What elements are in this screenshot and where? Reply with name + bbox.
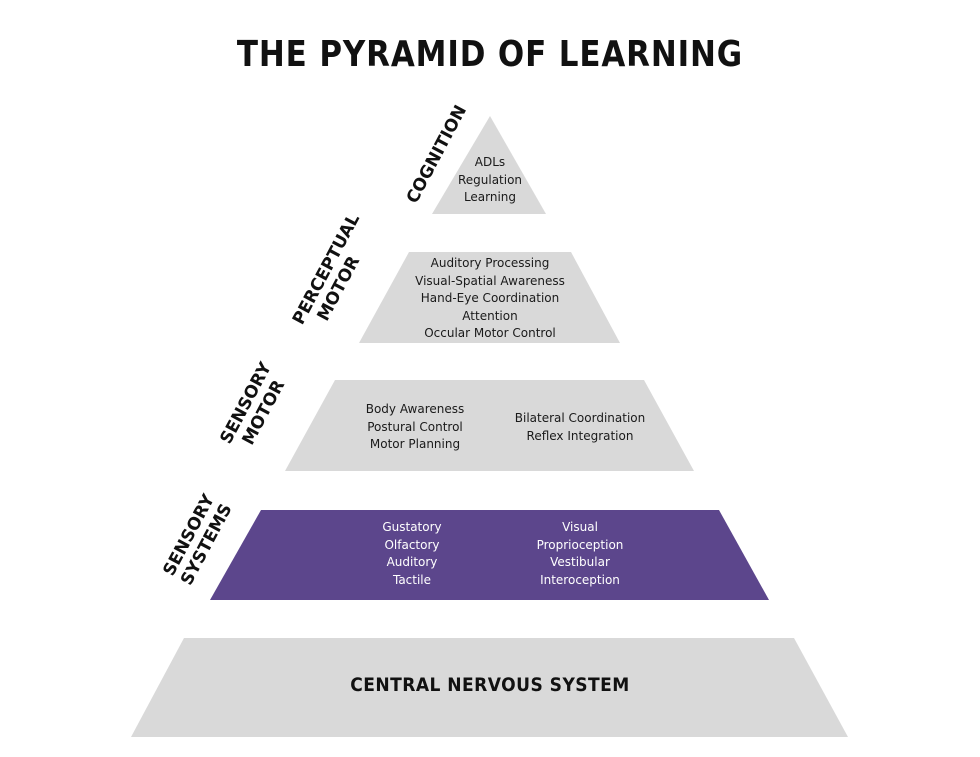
- sensory-systems-item: Auditory: [386, 555, 438, 569]
- sensory-systems-left-items: Gustatory Olfactory Auditory Tactile: [352, 519, 472, 589]
- sensory-systems-item: Vestibular: [550, 555, 610, 569]
- tier-sensory-motor-shape: [285, 380, 694, 471]
- perceptual-motor-item: Visual-Spatial Awareness: [415, 273, 565, 288]
- sensory-systems-item: Interoception: [540, 572, 620, 587]
- sensory-motor-item: Bilateral Coordination: [514, 411, 646, 425]
- perceptual-motor-item: Occular Motor Control: [424, 326, 556, 340]
- cognition-item: Learning: [463, 190, 517, 204]
- base-tier-label: CENTRAL NERVOUS SYSTEM: [350, 674, 630, 696]
- sensory-motor-item: Motor Planning: [369, 437, 461, 451]
- perceptual-motor-item: Auditory Processing: [430, 256, 550, 270]
- tier-base-shape: [131, 638, 848, 737]
- sensory-motor-item: Reflex Integration: [526, 428, 634, 443]
- sensory-systems-item: Tactile: [392, 572, 432, 587]
- tier-perceptual-motor-shape: [359, 252, 620, 343]
- tier-cognition-shape: [432, 116, 546, 214]
- sensory-motor-right-items: Bilateral Coordination Reflex Integratio…: [495, 410, 665, 445]
- perceptual-motor-item: Attention: [462, 308, 518, 323]
- sensory-systems-item: Proprioception: [536, 537, 624, 552]
- cognition-item: ADLs: [474, 155, 506, 169]
- cognition-items: ADLs Regulation Learning: [430, 154, 550, 207]
- perceptual-motor-item: Hand-Eye Coordination: [420, 291, 560, 305]
- sensory-systems-item: Gustatory: [382, 520, 442, 534]
- sensory-motor-left-items: Body Awareness Postural Control Motor Pl…: [345, 401, 485, 454]
- tier-sensory-systems-shape: [210, 510, 769, 600]
- sensory-systems-item: Olfactory: [384, 537, 440, 552]
- sensory-motor-item: Postural Control: [367, 419, 463, 434]
- sensory-systems-right-items: Visual Proprioception Vestibular Interoc…: [515, 519, 645, 589]
- diagram-title: THE PYRAMID OF LEARNING: [236, 34, 744, 75]
- perceptual-motor-items: Auditory Processing Visual-Spatial Aware…: [380, 255, 600, 343]
- sensory-systems-item: Visual: [562, 520, 598, 534]
- sensory-motor-item: Body Awareness: [365, 402, 465, 416]
- cognition-item: Regulation: [457, 172, 523, 187]
